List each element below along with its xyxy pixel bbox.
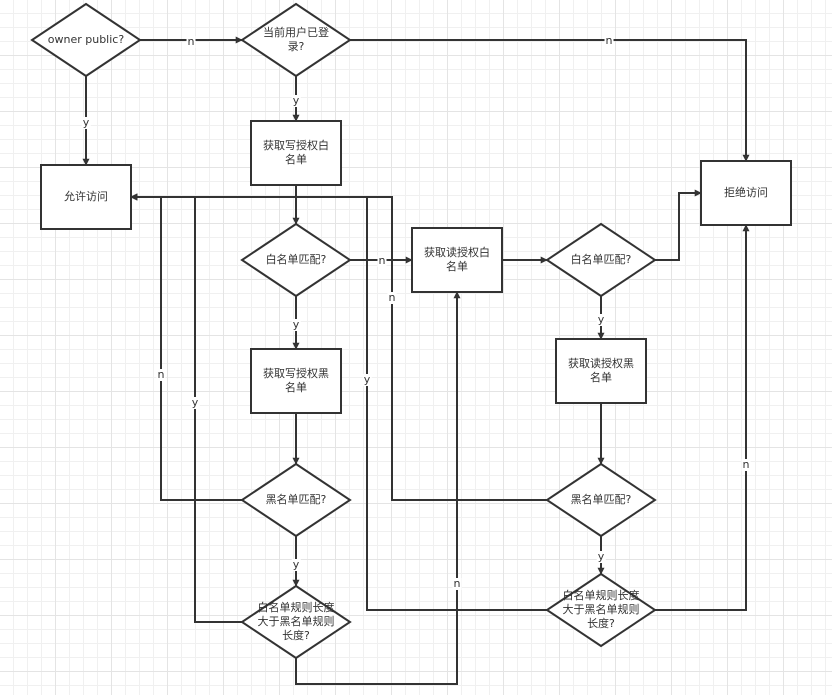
- connector-read_len_cmp-to-deny: [655, 224, 750, 611]
- edge-label: y: [291, 318, 301, 331]
- decision-write-len-cmp[interactable]: [240, 584, 352, 660]
- connector-logged_in-to-deny: [350, 39, 750, 162]
- process-deny[interactable]: [700, 160, 792, 226]
- node-label-get-write-white: 获取写授权白名单: [263, 139, 329, 166]
- node-label-write-len-cmp: 白名单规则长度大于黑名单规则长度?: [257, 601, 335, 642]
- edge-label: n: [452, 577, 462, 590]
- connector-write_black_match-to-allow: [130, 193, 242, 501]
- node-label-write-white-match: 白名单匹配?: [265, 253, 327, 266]
- connector-write_len_cmp-to-get_read_white: [295, 291, 461, 685]
- edge-label: y: [81, 116, 91, 129]
- edge-label: y: [596, 550, 606, 563]
- decision-read-len-cmp[interactable]: [545, 572, 657, 648]
- node-label-deny: 拒绝访问: [724, 186, 768, 199]
- connector-write_len_cmp-to-allow: [130, 193, 242, 623]
- process-get-read-white[interactable]: [411, 227, 503, 293]
- edge-label: n: [156, 368, 166, 381]
- edge-label: y: [596, 313, 606, 326]
- node-label-write-black-match: 黑名单匹配?: [265, 493, 327, 506]
- node-label-get-read-white: 获取读授权白名单: [424, 246, 490, 273]
- node-label-allow: 允许访问: [64, 190, 108, 203]
- node-label-owner-public: owner public?: [47, 33, 125, 46]
- edge-label: n: [377, 254, 387, 267]
- edge-label: n: [741, 458, 751, 471]
- decision-read-white-match[interactable]: [545, 222, 657, 298]
- process-get-write-black[interactable]: [250, 348, 342, 414]
- decision-read-black-match[interactable]: [545, 462, 657, 538]
- node-label-read-white-match: 白名单匹配?: [570, 253, 632, 266]
- edge-label: n: [387, 291, 397, 304]
- decision-logged-in[interactable]: [240, 2, 352, 78]
- edge-label: y: [291, 94, 301, 107]
- node-label-read-len-cmp: 白名单规则长度大于黑名单规则长度?: [562, 589, 640, 630]
- connector-read_white_match-to-deny: [655, 189, 702, 261]
- decision-write-white-match[interactable]: [240, 222, 352, 298]
- node-label-get-read-black: 获取读授权黑名单: [568, 357, 634, 384]
- edge-label: n: [604, 34, 614, 47]
- process-get-read-black[interactable]: [555, 338, 647, 404]
- edge-label: n: [186, 35, 196, 48]
- node-label-get-write-black: 获取写授权黑名单: [263, 367, 329, 394]
- node-label-logged-in: 当前用户已登录?: [262, 26, 329, 53]
- edge-label: y: [190, 396, 200, 409]
- connector-read_len_cmp-to-allow: [130, 193, 547, 611]
- decision-write-black-match[interactable]: [240, 462, 352, 538]
- process-get-write-white[interactable]: [250, 120, 342, 186]
- edge-label: y: [362, 373, 372, 386]
- node-label-read-black-match: 黑名单匹配?: [570, 493, 632, 506]
- process-allow[interactable]: [40, 164, 132, 230]
- edge-label: y: [291, 558, 301, 571]
- decision-owner-public[interactable]: [30, 2, 142, 78]
